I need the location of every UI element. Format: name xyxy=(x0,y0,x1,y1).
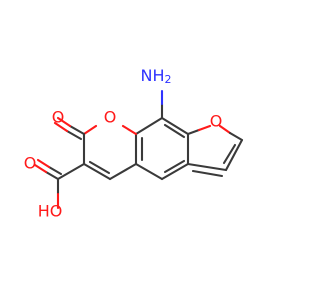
label-acid-hydroxyl: HO xyxy=(38,202,63,221)
bond-c4a-c5 xyxy=(134,162,164,181)
bond-inner-2 xyxy=(163,159,186,174)
bond-c2-c3-furan xyxy=(224,138,244,172)
bond-c5-c6 xyxy=(160,162,190,181)
bond-c3-c3a-double-furan xyxy=(191,169,224,178)
bond-cooh-o-double-a xyxy=(44,170,60,181)
label-acid-oxygen-double: O xyxy=(24,154,37,173)
bond-c3-c3a-furan xyxy=(186,162,228,172)
bond-c3-c4 xyxy=(82,162,112,181)
molecule-structure: NH2 O O O O HO xyxy=(24,66,244,221)
bond-cooh-o-double-b xyxy=(33,163,48,174)
bond-c7-furanO-a xyxy=(186,128,201,136)
bond-furanO-c2-a xyxy=(218,124,232,135)
bond-furanO-c2-b xyxy=(228,131,244,142)
bond-cooh-o-double-d xyxy=(36,158,51,169)
molecule-canvas: NH2 O O O O HO xyxy=(23,65,244,221)
bond-c2-carbonyl-red-1 xyxy=(56,116,72,128)
label-carbonyl-oxygen: O xyxy=(52,108,65,127)
bond-cooh-o-double-c xyxy=(47,165,63,176)
bond-c2-carbonyl-red-2 xyxy=(53,121,69,133)
label-nh2: NH2 xyxy=(141,66,172,87)
bond-c2-carbonyl-1 xyxy=(68,124,86,136)
bond-c8-c8a xyxy=(134,116,164,136)
bond-c7-c8 xyxy=(160,116,190,136)
bond-c3-cooh xyxy=(56,162,86,181)
bond-c3-c4-double xyxy=(88,160,111,175)
bond-o1-c2-red xyxy=(82,124,98,136)
bond-c4-c4a xyxy=(108,162,138,181)
label-furan-oxygen: O xyxy=(210,112,223,131)
label-pyran-oxygen: O xyxy=(104,108,117,127)
label-nh2-subscript: 2 xyxy=(165,73,172,86)
bond-c2-c3-double-furan xyxy=(222,143,237,165)
bond-o1-c8a-red xyxy=(121,124,138,136)
bond-c2-carbonyl-2 xyxy=(65,129,83,141)
bond-c7-furanO-b xyxy=(197,124,212,132)
bond-inner-3 xyxy=(163,123,186,139)
